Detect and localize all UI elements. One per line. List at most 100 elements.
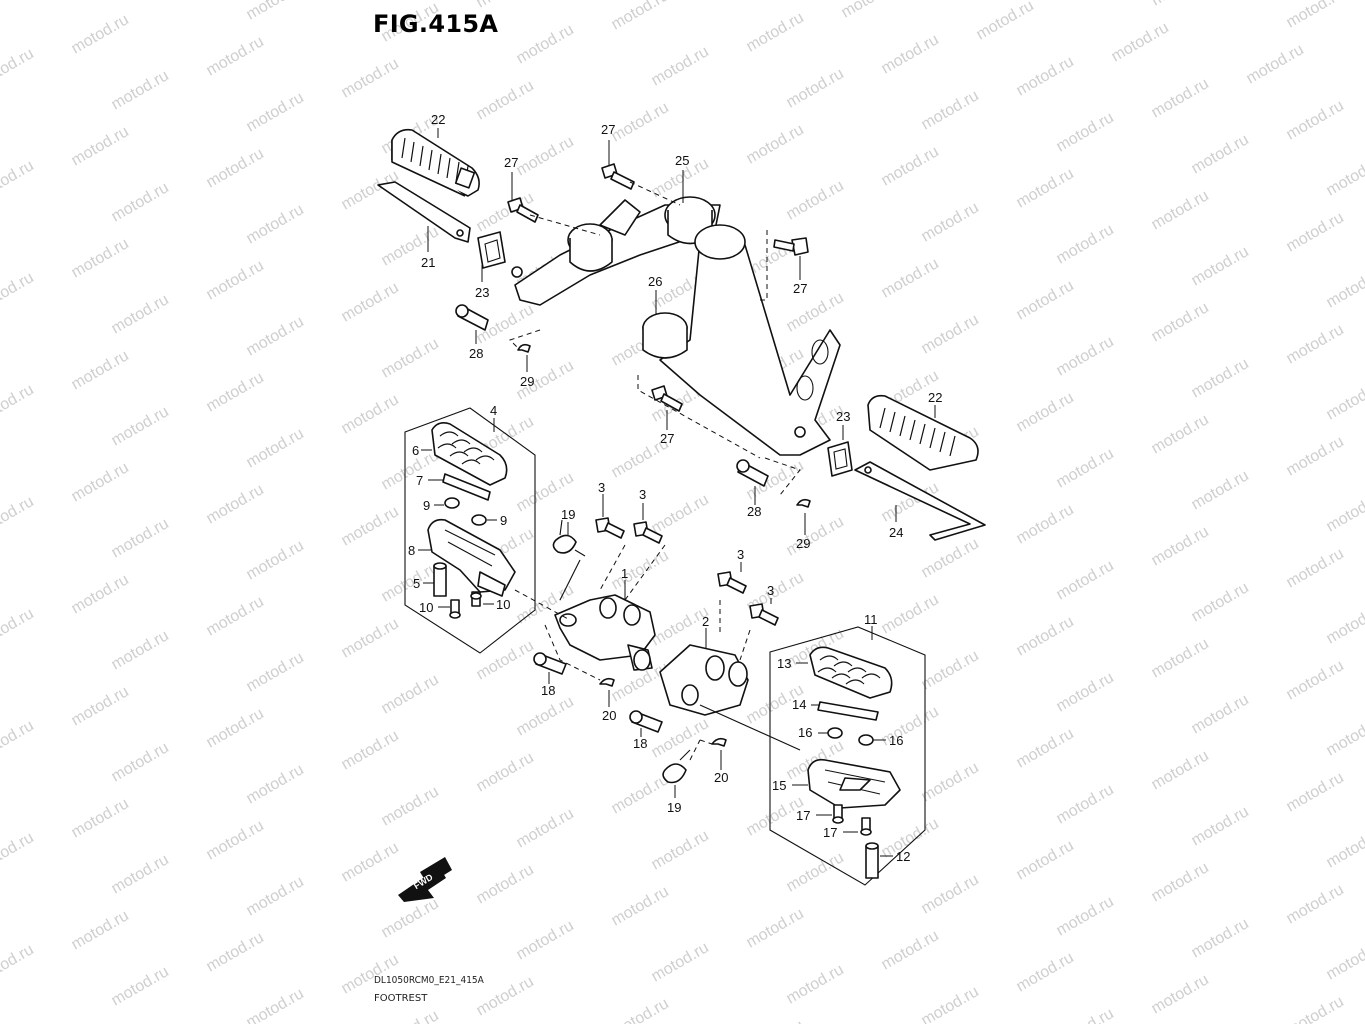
watermark-text: motod.ru xyxy=(1284,545,1347,591)
watermark-text: motod.ru xyxy=(379,671,442,717)
watermark-text: motod.ru xyxy=(109,403,172,449)
watermark-text: motod.ru xyxy=(0,381,37,427)
front-right-clip xyxy=(711,737,727,747)
front-right-bolt xyxy=(832,804,844,824)
watermark-text: motod.ru xyxy=(109,515,172,561)
watermark-text: motod.ru xyxy=(244,0,307,23)
callout-3: 3 xyxy=(737,547,744,562)
watermark-text: motod.ru xyxy=(1324,937,1365,983)
callout-22: 22 xyxy=(928,390,942,405)
rear-left-peg-rubber xyxy=(391,128,480,197)
watermark-text: motod.ru xyxy=(1149,411,1212,457)
watermark-text: motod.ru xyxy=(1014,277,1077,323)
callout-25: 25 xyxy=(675,153,689,168)
callout-27: 27 xyxy=(601,122,615,137)
watermark-text: motod.ru xyxy=(379,1007,442,1024)
watermark-text: motod.ru xyxy=(339,279,402,325)
watermark-text: motod.ru xyxy=(1284,97,1347,143)
front-left-stud xyxy=(433,562,447,597)
callout-10: 10 xyxy=(496,597,510,612)
front-left-bolt xyxy=(470,591,482,607)
callout-9: 9 xyxy=(500,513,507,528)
watermark-text: motod.ru xyxy=(879,143,942,189)
callout-29: 29 xyxy=(796,536,810,551)
watermark-text: motod.ru xyxy=(1054,893,1117,939)
watermark-text: motod.ru xyxy=(649,491,712,537)
watermark-text: motod.ru xyxy=(609,99,672,145)
bolt-27 xyxy=(651,385,683,412)
callout-15: 15 xyxy=(772,778,786,793)
callout-28: 28 xyxy=(747,504,761,519)
callout-6: 6 xyxy=(412,443,419,458)
callout-24: 24 xyxy=(889,525,903,540)
watermark-text: motod.ru xyxy=(784,289,847,335)
watermark-text: motod.ru xyxy=(649,827,712,873)
watermark-text: motod.ru xyxy=(744,9,807,55)
watermark-text: motod.ru xyxy=(1149,635,1212,681)
callout-19: 19 xyxy=(561,507,575,522)
diagram-name: FOOTREST xyxy=(374,993,428,1004)
front-left-plate xyxy=(442,473,491,501)
watermark-text: motod.ru xyxy=(514,805,577,851)
watermark-text: motod.ru xyxy=(69,907,132,953)
callout-17: 17 xyxy=(823,825,837,840)
callout-23: 23 xyxy=(836,409,850,424)
watermark-text: motod.ru xyxy=(744,905,807,951)
watermark-text: motod.ru xyxy=(1149,971,1212,1017)
callout-1: 1 xyxy=(621,566,628,581)
watermark-text: motod.ru xyxy=(879,31,942,77)
watermark-text: motod.ru xyxy=(339,727,402,773)
watermark-text: motod.ru xyxy=(1189,691,1252,737)
front-right-stud xyxy=(865,842,879,879)
watermark-text: motod.ru xyxy=(1189,243,1252,289)
front-left-kit-outline xyxy=(404,407,536,654)
watermark-text: motod.ru xyxy=(744,121,807,167)
watermark-text: motod.ru xyxy=(0,605,37,651)
watermark-text: motod.ru xyxy=(244,425,307,471)
watermark-text: motod.ru xyxy=(974,0,1037,43)
front-left-pin xyxy=(533,652,567,675)
watermark-text: motod.ru xyxy=(204,145,267,191)
front-left-bolt xyxy=(449,599,461,619)
watermark-text: motod.ru xyxy=(0,829,37,875)
watermark-text: motod.ru xyxy=(1054,669,1117,715)
watermark-text: motod.ru xyxy=(1014,165,1077,211)
watermark-text: motod.ru xyxy=(609,883,672,929)
watermark-text: motod.ru xyxy=(244,201,307,247)
watermark-text: motod.ru xyxy=(879,255,942,301)
watermark-text: motod.ru xyxy=(839,0,902,21)
watermark-text: motod.ru xyxy=(1284,769,1347,815)
bolt-3 xyxy=(633,521,663,544)
watermark-text: motod.ru xyxy=(244,873,307,919)
watermark-text: motod.ru xyxy=(514,21,577,67)
watermark-text: motod.ru xyxy=(0,717,37,763)
watermark-text: motod.ru xyxy=(1284,209,1347,255)
watermark-text: motod.ru xyxy=(1189,803,1252,849)
figure-title: FIG.415A xyxy=(373,10,499,38)
watermark-text: motod.ru xyxy=(69,347,132,393)
watermark-text: motod.ru xyxy=(1324,265,1365,311)
callout-3: 3 xyxy=(598,480,605,495)
callout-12: 12 xyxy=(896,849,910,864)
callout-9: 9 xyxy=(423,498,430,513)
watermark-text: motod.ru xyxy=(919,199,982,245)
watermark-text: motod.ru xyxy=(204,369,267,415)
watermark-text: motod.ru xyxy=(109,179,172,225)
front-right-pin xyxy=(629,710,663,733)
watermark-text: motod.ru xyxy=(919,535,982,581)
callout-8: 8 xyxy=(408,543,415,558)
callout-3: 3 xyxy=(639,487,646,502)
callout-23: 23 xyxy=(475,285,489,300)
watermark-text: motod.ru xyxy=(1109,19,1172,65)
watermark-text: motod.ru xyxy=(1284,657,1347,703)
front-left-peg-rubber xyxy=(431,422,508,486)
bolt-27 xyxy=(601,163,635,190)
watermark-text: motod.ru xyxy=(474,749,537,795)
watermark-text: motod.ru xyxy=(69,459,132,505)
watermark-text: motod.ru xyxy=(784,65,847,111)
front-right-kit-outline xyxy=(769,626,926,886)
front-left-clip xyxy=(599,677,615,687)
callout-27: 27 xyxy=(660,431,674,446)
watermark-text: motod.ru xyxy=(244,649,307,695)
